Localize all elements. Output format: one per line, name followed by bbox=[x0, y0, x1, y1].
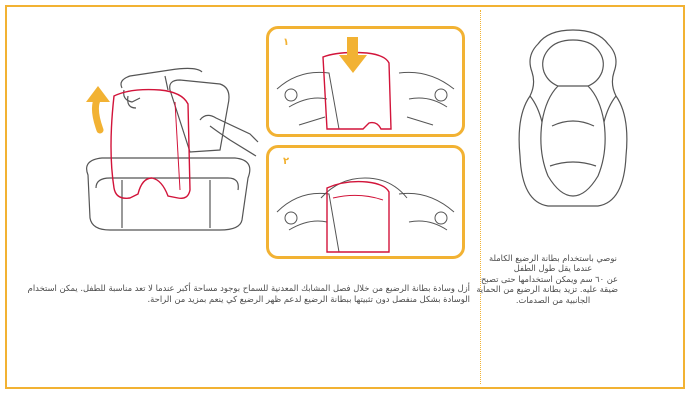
pillow-removal-caption: أزل وسادة بطانة الرضيع من خلال فصل المشا… bbox=[22, 283, 470, 304]
full-infant-insert-illustration bbox=[508, 26, 638, 212]
step-2-inset: ٢ bbox=[266, 145, 465, 259]
down-arrow-icon bbox=[339, 37, 367, 73]
step-1-seat-closeup bbox=[269, 29, 462, 134]
caption-line: عن ٦٠ سم ويمكن استخدامها حتى تصبح bbox=[488, 274, 618, 284]
step-2-seat-closeup bbox=[269, 148, 462, 256]
dotted-divider bbox=[480, 10, 481, 384]
caption-line: الجانبية من الصدمات. bbox=[488, 295, 618, 305]
caption-line: عندما يقل طول الطفل bbox=[488, 263, 618, 273]
caption-line: نوصي باستخدام بطانة الرضيع الكاملة bbox=[488, 253, 618, 263]
pillow-removal-illustration bbox=[70, 60, 260, 240]
full-insert-caption: نوصي باستخدام بطانة الرضيع الكاملة عندما… bbox=[488, 253, 618, 305]
step-1-inset: ١ bbox=[266, 26, 465, 137]
caption-line: ضيقة عليه. تزيد بطانة الرضيع من الحماية bbox=[488, 284, 618, 294]
